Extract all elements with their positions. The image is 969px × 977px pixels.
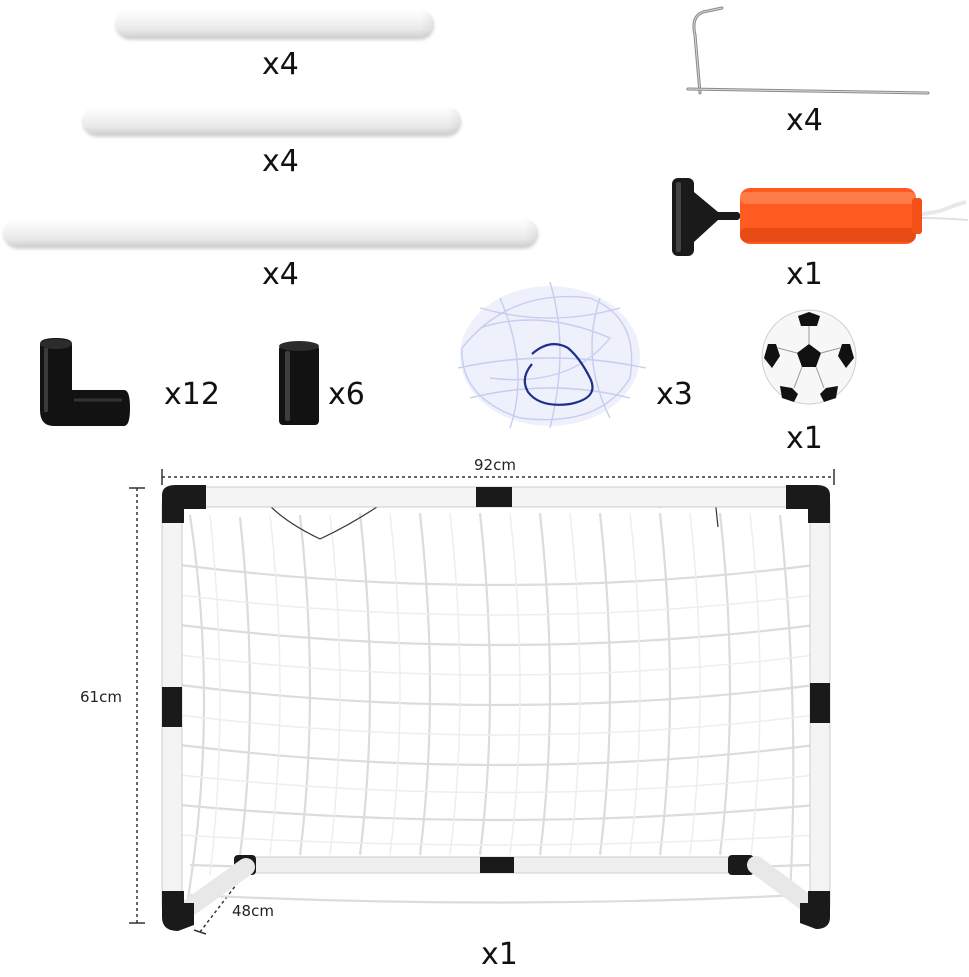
goal-width-label: 92cm	[474, 456, 516, 474]
soccer-ball-icon	[761, 309, 857, 405]
long-pipe	[4, 219, 538, 247]
medium-pipe	[83, 107, 461, 135]
ground-stake-quantity: x4	[786, 103, 823, 138]
elbow-connector-quantity: x12	[164, 377, 220, 412]
soccer-ball-quantity: x1	[786, 421, 823, 456]
goal-quantity: x1	[481, 937, 518, 972]
straight-connector-quantity: x6	[328, 377, 365, 412]
short-pipe	[116, 10, 434, 38]
goal-height-label: 61cm	[80, 688, 122, 706]
air-pump-icon	[672, 178, 969, 256]
medium-pipe-quantity: x4	[262, 144, 299, 179]
ground-stake-icon	[686, 6, 930, 95]
goal-depth-label: 48cm	[232, 902, 274, 920]
straight-connector-icon	[279, 341, 319, 425]
net-bundle-icon	[457, 281, 647, 429]
long-pipe-quantity: x4	[262, 257, 299, 292]
short-pipe-quantity: x4	[262, 47, 299, 82]
assembled-goal-illustration	[129, 469, 835, 935]
air-pump-quantity: x1	[786, 257, 823, 292]
elbow-connector-icon	[40, 338, 130, 426]
net-quantity: x3	[656, 377, 693, 412]
